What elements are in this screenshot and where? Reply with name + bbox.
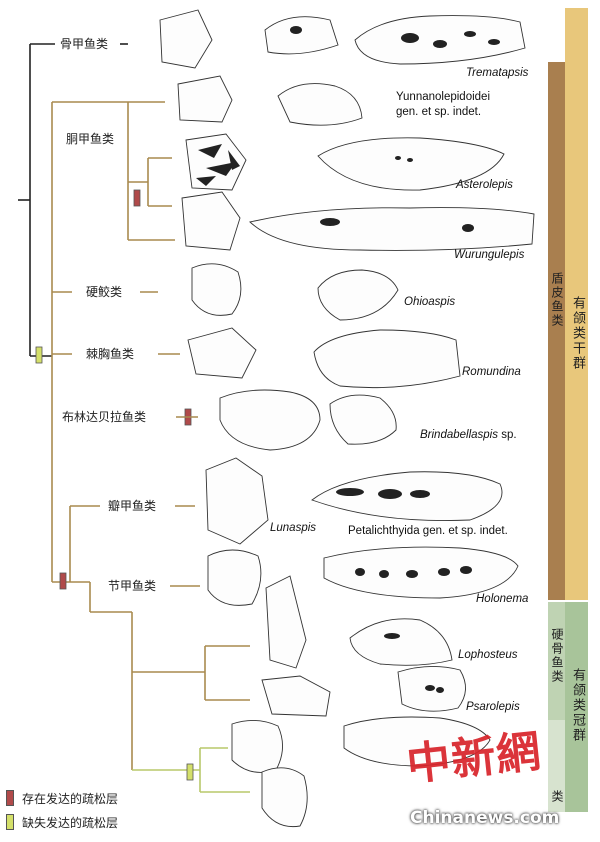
band-jawed-crown [565, 602, 588, 812]
sketch-romundina-section [313, 329, 461, 389]
sketch-yunnanolepid-section [277, 83, 363, 126]
sketch-asterolepis-section [317, 137, 505, 191]
clade-label-antiarchi: 胴甲鱼类 [66, 132, 115, 146]
watermark-url: Chinanews.com [410, 808, 560, 828]
clade-label-arthrodira: 节甲鱼类 [108, 579, 157, 593]
specimen-label-brindabellaspis-genus: Brindabellaspis [420, 429, 498, 441]
sketch-osteostraci-section [264, 16, 339, 55]
specimen-label-lunaspis: Lunaspis [270, 522, 317, 534]
band-label-jawed-stem: 有颌类干群 [570, 296, 585, 371]
specimen-label-yunnanolepidoidei-indet: gen. et sp. indet. [396, 106, 482, 118]
sketch-holonema-scale [207, 549, 262, 606]
specimen-label-brindabellaspis-sp: sp. [501, 429, 517, 441]
sketch-holonema-section [323, 546, 519, 599]
band-jawed-stem [565, 8, 588, 600]
tree-root [18, 43, 128, 357]
legend-label-absent: 缺失发达的疏松层 [22, 816, 119, 830]
sketch-crown-section-1 [343, 716, 491, 767]
specimen-label-asterolepis: Asterolepis [456, 179, 513, 191]
sketch-wurungulepis-scale [181, 191, 241, 251]
sketch-psarolepis-scale [261, 675, 331, 717]
clade-label-osteostraci: 骨甲鱼类 [60, 37, 109, 51]
specimen-label-yunnanolepidoidei: Yunnanolepidoidei [396, 91, 491, 103]
specimen-label-ohioaspis: Ohioaspis [404, 296, 456, 308]
specimen-label-lophosteus: Lophosteus [458, 649, 518, 661]
sketch-pigment [196, 26, 500, 693]
specimen-label-trematapsis: Trematapsis [466, 67, 529, 79]
sketch-lophosteus-section [349, 618, 453, 666]
sketch-ohioaspis-section [317, 269, 399, 321]
clade-label-brindabellaspida: 布林达贝拉鱼类 [62, 410, 147, 424]
sketch-brindabellaspis-section [329, 394, 397, 445]
marker-absent-root [35, 346, 43, 364]
specimen-label-brindabellaspis: Brindabellaspis sp. [420, 428, 517, 442]
sketch-lunaspis-scale [205, 457, 269, 545]
legend-swatch-absent [6, 814, 14, 830]
specimen-label-romundina: Romundina [462, 366, 521, 378]
band-label-tail: 类 [550, 790, 564, 804]
band-label-jawed-crown: 有颌类冠群 [570, 668, 585, 743]
band-label-osteichthyes: 硬骨鱼类 [550, 628, 564, 684]
specimen-label-holonema: Holonema [476, 593, 529, 605]
sketch-crown-scale-1 [231, 720, 283, 773]
clade-label-petalichthyida: 瓣甲鱼类 [108, 499, 157, 513]
sketch-wurungulepis-section [249, 207, 535, 251]
marker-present-lower [59, 572, 67, 590]
legend-swatch-present [6, 790, 14, 806]
band-osteichthyes [548, 602, 565, 720]
clade-label-acanthothoraci: 棘胸鱼类 [86, 347, 135, 361]
band-label-placoderms: 盾皮鱼类 [550, 272, 564, 328]
marker-absent-crown [186, 763, 194, 781]
sketch-romundina-scale [187, 327, 257, 379]
clade-label-ohioaspis-group: 硬鲛类 [86, 285, 123, 299]
sketch-petalichthyid-section [311, 471, 503, 522]
sketch-ohioaspis-scale [191, 263, 242, 316]
band-placoderms [548, 62, 565, 600]
sketch-crown-scale-2 [261, 767, 308, 828]
tree-branches [51, 101, 250, 770]
specimen-label-wurungulepis: Wurungulepis [454, 249, 525, 261]
sketch-yunnanolepid-scale [177, 75, 233, 123]
sketch-asterolepis-scale [185, 133, 247, 191]
specimen-label-psarolepis: Psarolepis [466, 701, 520, 713]
sketch-osteostraci-scale [159, 9, 213, 69]
marker-present-tongjia [133, 189, 141, 207]
specimen-label-petalichthyida: Petalichthyida gen. et sp. indet. [348, 525, 508, 537]
sketch-trematapsis [354, 15, 526, 65]
band-osteichthyes-lower [548, 720, 565, 812]
sketch-arthrodire-plate [265, 575, 307, 669]
sketch-brindabellaspis-scale [219, 389, 321, 451]
legend-label-present: 存在发达的疏松层 [22, 792, 119, 806]
